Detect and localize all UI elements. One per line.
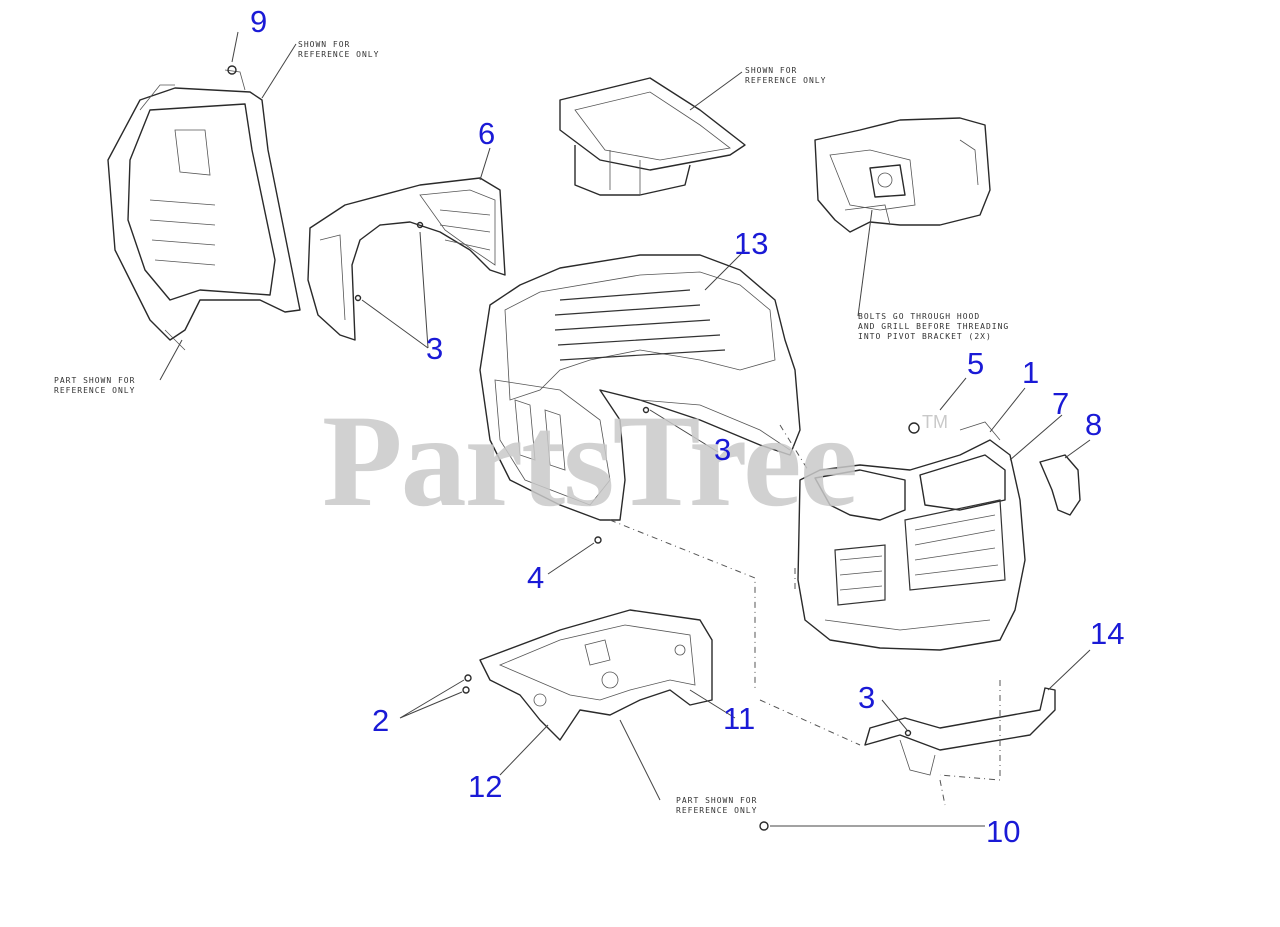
callout-11[interactable]: 11 [723,701,756,736]
callout-10[interactable]: 10 [986,814,1021,849]
frame-reference-note: PART SHOWN FOR REFERENCE ONLY [676,796,758,815]
bolt-detail-inset [814,117,991,233]
callout-5[interactable]: 5 [967,346,985,381]
callout-8[interactable]: 8 [1085,407,1103,442]
trademark-mark: TM [922,412,948,432]
callout-2[interactable]: 2 [372,703,390,738]
seat-pan-reference-note: SHOWN FOR REFERENCE ONLY [298,40,380,59]
callout-13[interactable]: 13 [734,226,769,261]
callout-3-dash[interactable]: 3 [426,331,444,366]
hood-part [479,254,801,521]
fender-pan-part [107,69,301,351]
callout-3-hood[interactable]: 3 [714,432,732,467]
callout-3-bracket[interactable]: 3 [858,680,876,715]
front-bracket-part [864,687,1056,776]
grille-assembly-part [797,421,1026,651]
chute-reference-note: SHOWN FOR REFERENCE ONLY [745,66,827,85]
plug-part [908,422,920,434]
dash-panel-part [307,177,506,341]
leader-lines [159,31,1091,827]
callout-6[interactable]: 6 [478,116,496,151]
assembly-line [609,424,1001,806]
dash-reference-note: PART SHOWN FOR REFERENCE ONLY [54,376,136,395]
callout-7[interactable]: 7 [1052,386,1070,421]
callout-12[interactable]: 12 [468,769,503,804]
chute-part [559,77,746,196]
pivot-frame-part [479,609,713,741]
bolts-note: BOLTS GO THROUGH HOOD AND GRILL BEFORE T… [858,312,1010,341]
fastener-part [227,65,912,831]
callout-9[interactable]: 9 [250,4,268,39]
callout-4[interactable]: 4 [527,560,545,595]
callout-14[interactable]: 14 [1090,616,1125,651]
side-bracket-part [1039,454,1081,516]
callout-1[interactable]: 1 [1022,355,1040,390]
